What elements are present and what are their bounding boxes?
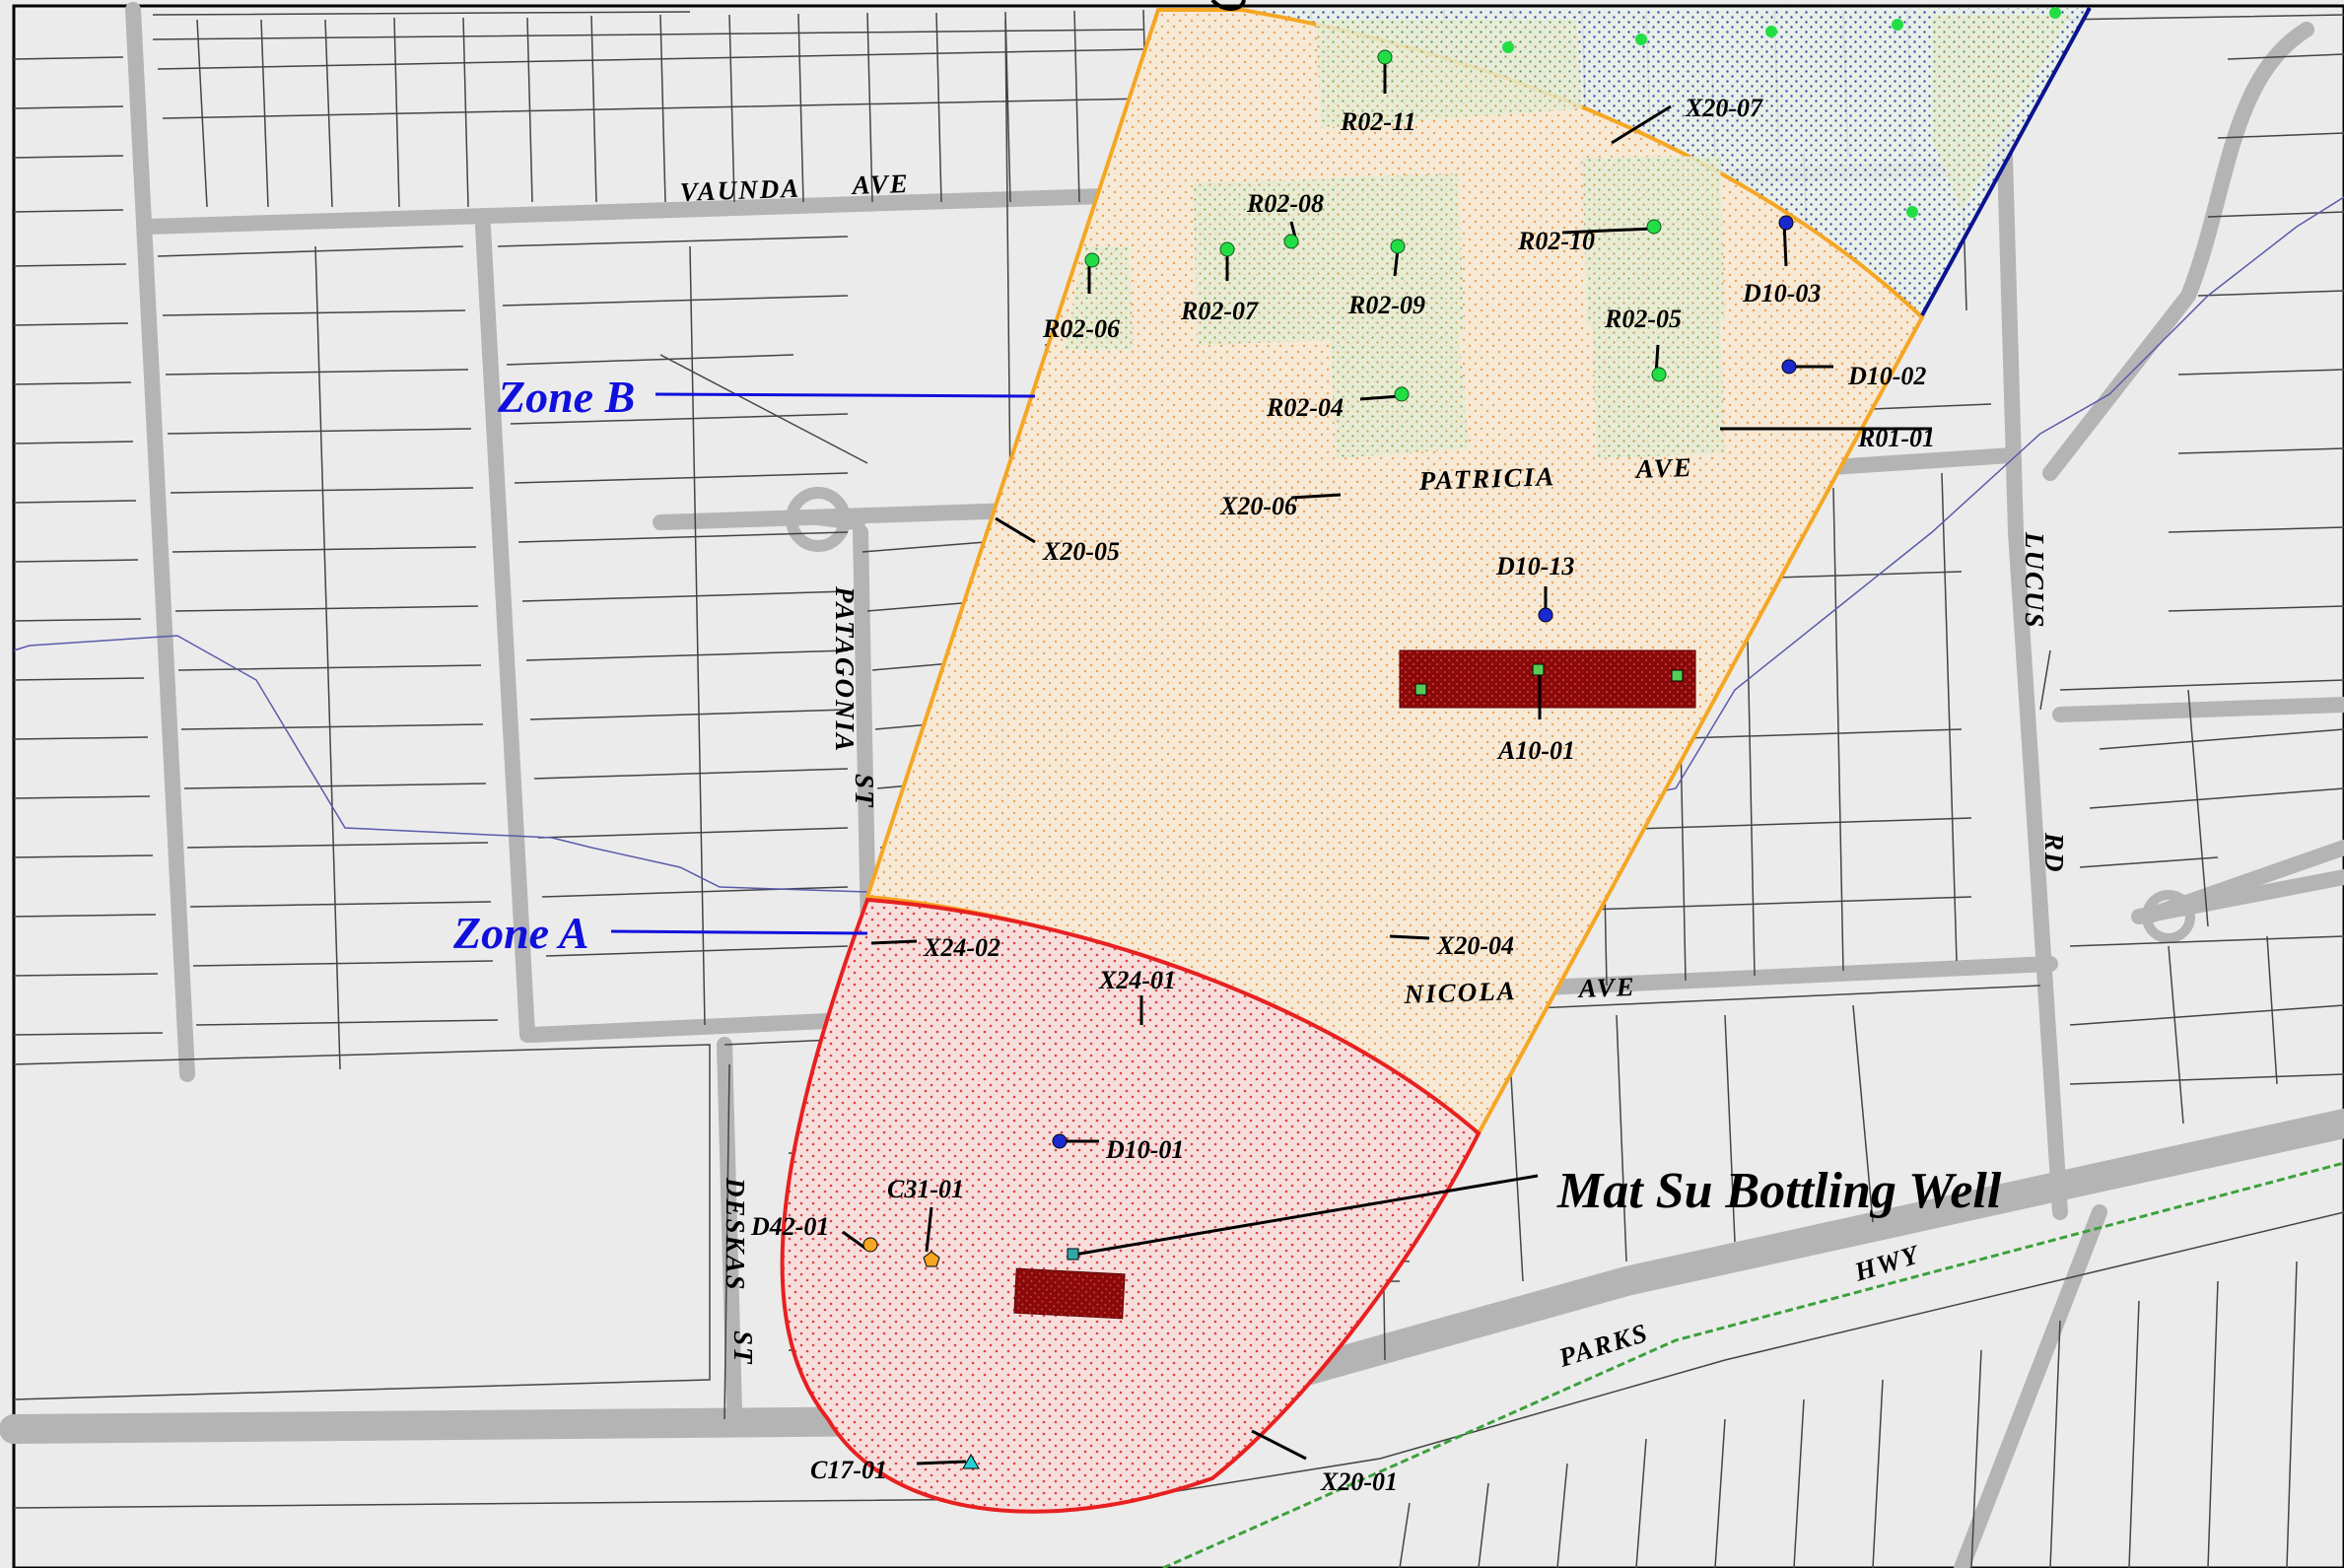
east-road-curve (2042, 22, 2314, 481)
lucus-rd-label-1: LUCUS (2020, 531, 2049, 630)
map-border (12, 4, 2344, 1568)
blue-dot-icon (1538, 607, 1553, 623)
patricia-ave-label-1: PATRICIA (1417, 461, 1556, 496)
green-dot-icon (1765, 26, 1777, 37)
cul-de-sac-road (810, 510, 865, 530)
green-dot-icon (1502, 41, 1514, 53)
green-dot-icon (1283, 234, 1299, 249)
railroad-line (1162, 1161, 2344, 1568)
site-labels: R02-11 X20-07 R02-08 R02-10 D10-03 R02-0… (750, 94, 1935, 1496)
west-road-2 (475, 219, 535, 1043)
teal-square-icon (1067, 1248, 1079, 1261)
zone-b-green-parcels (1065, 15, 2070, 458)
green-dot-icon (1394, 386, 1410, 402)
site-label-r02-10: R02-10 (1517, 227, 1595, 255)
green-square-icon (1671, 669, 1684, 682)
site-label-r02-09: R02-09 (1347, 291, 1425, 319)
green-dot-icon (1651, 367, 1667, 382)
site-label-d10-03: D10-03 (1742, 279, 1821, 307)
blue-dot-icon (1052, 1133, 1068, 1149)
site-label-a10-01: A10-01 (1496, 736, 1575, 765)
mat-su-bottling-well-label: Mat Su Bottling Well (1556, 1163, 2002, 1219)
site-label-x24-01: X24-01 (1098, 966, 1176, 994)
zone-a-label: Zone A (452, 908, 589, 958)
site-label-x20-06: X20-06 (1219, 492, 1297, 520)
green-dot-icon (2049, 7, 2061, 19)
site-label-r01-01: R01-01 (1857, 424, 1935, 452)
well-building (1013, 1267, 1126, 1320)
zone-b-pointer (655, 392, 1036, 398)
railway-spur-road (1954, 1204, 2107, 1568)
zone-a-area (780, 897, 1482, 1514)
site-label-c17-01: C17-01 (810, 1456, 887, 1484)
zone-b-label: Zone B (497, 372, 635, 422)
green-square-icon (1532, 663, 1545, 676)
parks-hwy-road (0, 1109, 2344, 1444)
green-dot-icon (1892, 19, 1903, 31)
site-label-x24-02: X24-02 (923, 933, 1000, 962)
nicola-ave-label-1: NICOLA (1403, 976, 1517, 1009)
green-dot-icon (1390, 239, 1406, 254)
zone-c-area (1183, 8, 2090, 313)
east-road-cross (2052, 697, 2344, 722)
site-label-c31-01: C31-01 (887, 1175, 964, 1203)
site-label-x20-04: X20-04 (1436, 931, 1514, 960)
west-road-1 (125, 2, 195, 1082)
site-label-r02-08: R02-08 (1246, 189, 1324, 218)
cropped-label-fragment (1210, 0, 1246, 11)
patagonia-st-label-1: PATAGONIA (830, 585, 860, 753)
cul-de-sac (786, 487, 851, 552)
green-dot-icon (1646, 219, 1662, 235)
east-spur (2139, 840, 2344, 924)
site-label-d10-13: D10-13 (1495, 552, 1574, 580)
cyan-triangle-icon (962, 1453, 980, 1469)
site-label-r02-07: R02-07 (1180, 297, 1259, 325)
lucus-rd-road (1993, 12, 2068, 1220)
vaunda-ave-label-1: VAUNDA (679, 173, 801, 207)
patagonia-st-label-2: ST (850, 774, 879, 809)
site-markers (862, 7, 2061, 1469)
site-label-x20-01: X20-01 (1320, 1467, 1398, 1496)
nicola-ave-label-2: AVE (1576, 972, 1636, 1003)
green-dot-icon (1219, 241, 1235, 257)
lucus-rd-label-2: RD (2039, 832, 2069, 874)
site-label-d10-01: D10-01 (1105, 1135, 1184, 1164)
site-label-d10-02: D10-02 (1847, 362, 1926, 390)
site-label-r02-04: R02-04 (1266, 393, 1344, 422)
site-label-r02-05: R02-05 (1604, 305, 1682, 333)
leader-lines (842, 59, 1932, 1466)
deskas-st-label-2: ST (728, 1330, 758, 1366)
blue-dot-icon (1778, 215, 1794, 231)
green-dot-icon (1377, 49, 1393, 65)
green-dot-icon (1635, 34, 1647, 45)
site-label-d42-01: D42-01 (750, 1212, 829, 1241)
vaunda-ave-label-2: AVE (850, 169, 910, 200)
green-dot-icon (1906, 206, 1918, 218)
site-label-x20-05: X20-05 (1042, 537, 1120, 566)
orange-circle-icon (862, 1237, 878, 1253)
east-cul-de-sac (2142, 890, 2195, 943)
patricia-ave-label-2: AVE (1633, 452, 1693, 484)
deskas-st-label-1: DESKAS (721, 1177, 750, 1292)
zone-a-pointer (610, 929, 868, 935)
green-dot-icon (1084, 252, 1100, 268)
orange-pentagon-icon (923, 1251, 940, 1267)
green-square-icon (1414, 683, 1427, 696)
site-label-r02-11: R02-11 (1340, 107, 1416, 136)
zone-c-boundary (1920, 7, 2092, 316)
deskas-st-road (717, 1037, 742, 1417)
a10-building (1399, 649, 1696, 709)
site-label-r02-06: R02-06 (1042, 314, 1120, 343)
blue-dot-icon (1781, 359, 1797, 375)
site-label-x20-07: X20-07 (1685, 94, 1763, 122)
